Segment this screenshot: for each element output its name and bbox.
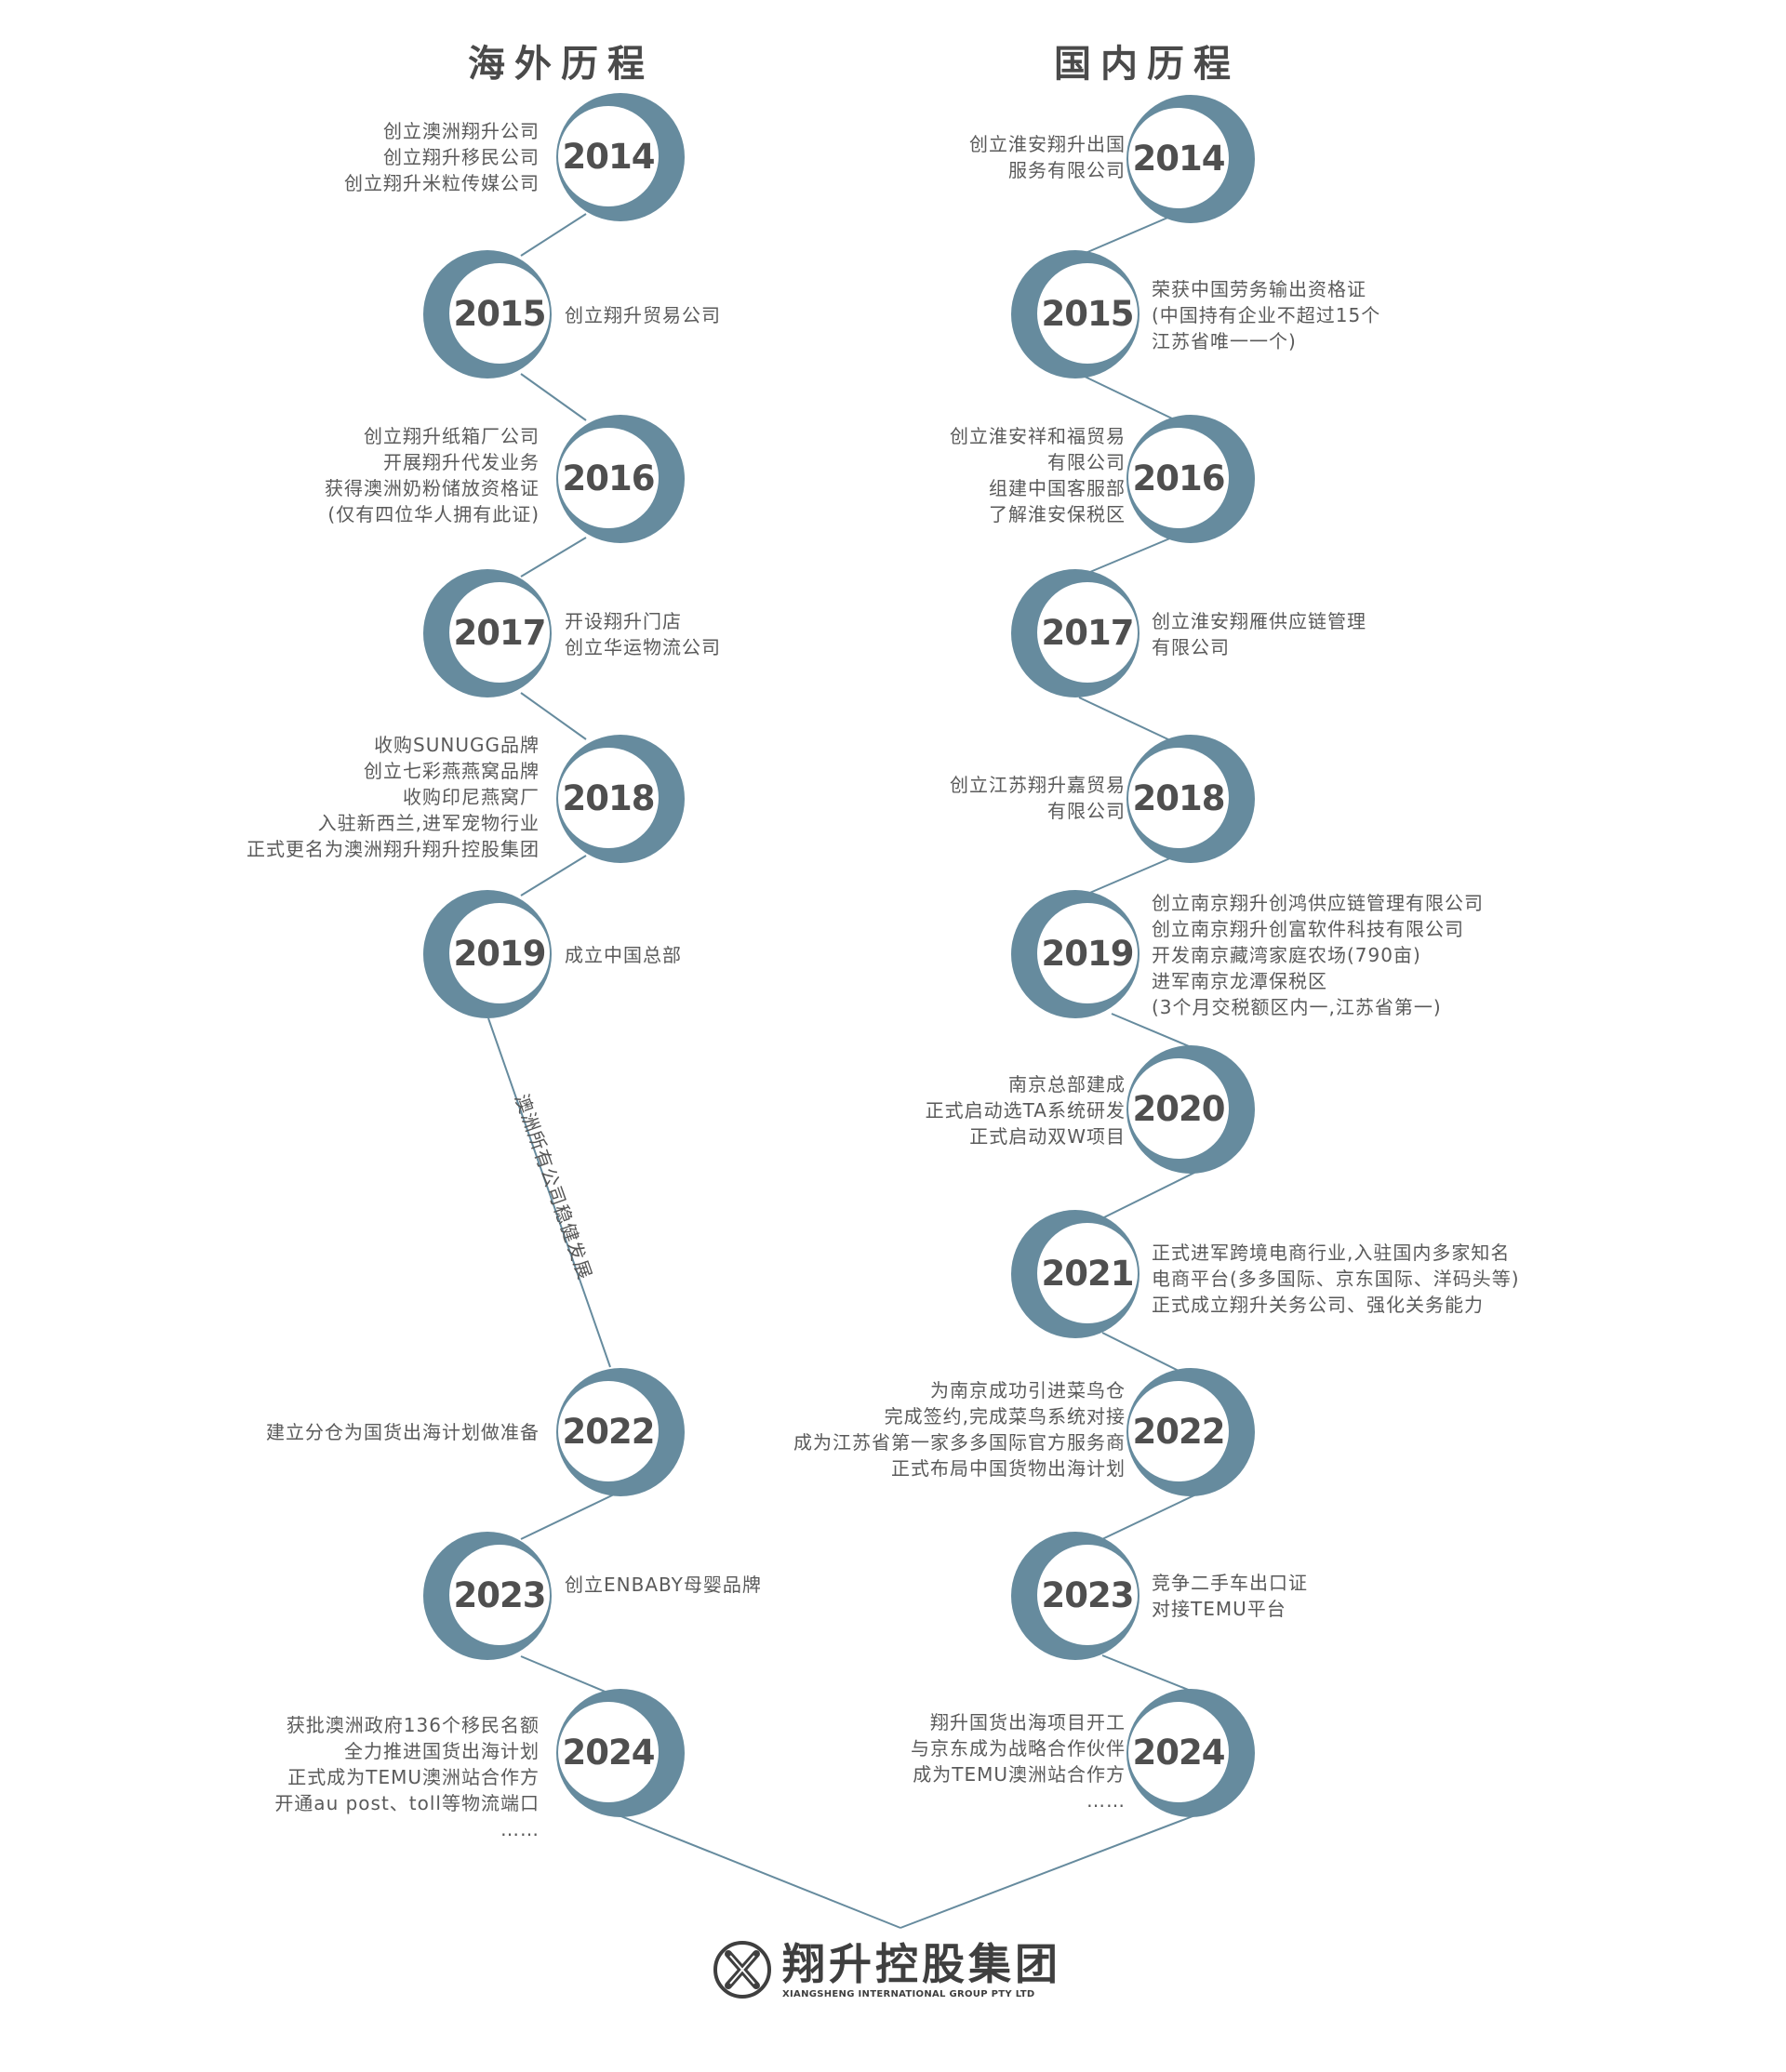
- overseas-desc-2014: 创立澳洲翔升公司创立翔升移民公司创立翔升米粒传媒公司: [344, 120, 540, 194]
- domestic-desc-2020: 南京总部建成正式启动选TA系统研发正式启动双W项目: [925, 1073, 1126, 1148]
- year-label: 2019: [453, 933, 547, 974]
- year-label: 2023: [1041, 1574, 1135, 1615]
- company-logo: 翔升控股集团 XIANGSHENG INTERNATIONAL GROUP PT…: [712, 1939, 1061, 2000]
- year-label: 2014: [562, 136, 656, 177]
- domestic-node-2020: 2020: [1126, 1045, 1255, 1174]
- domestic-node-2018: 2018: [1126, 735, 1255, 863]
- year-label: 2014: [1132, 138, 1226, 179]
- overseas-desc-2015: 创立翔升贸易公司: [565, 304, 721, 326]
- year-label: 2024: [562, 1732, 656, 1773]
- year-label: 2018: [1132, 777, 1226, 818]
- overseas-desc-2022: 建立分仓为国货出海计划做准备: [266, 1421, 540, 1443]
- year-label: 2015: [1041, 293, 1135, 334]
- domestic-node-2014: 2014: [1126, 95, 1255, 223]
- year-label: 2019: [1041, 933, 1135, 974]
- domestic-node-2023: 2023: [1011, 1532, 1140, 1660]
- overseas-node-2015: 2015: [423, 250, 552, 379]
- domestic-desc-2019: 创立南京翔升创鸿供应链管理有限公司创立南京翔升创富软件科技有限公司开发南京藏湾家…: [1152, 892, 1484, 1018]
- year-label: 2016: [1132, 458, 1226, 498]
- domestic-desc-2016: 创立淮安祥和福贸易有限公司组建中国客服部了解淮安保税区: [950, 425, 1126, 525]
- overseas-node-2018: 2018: [556, 735, 685, 863]
- overseas-node-2022: 2022: [556, 1368, 685, 1496]
- overseas-node-2017: 2017: [423, 569, 552, 697]
- overseas-title: 海外历程: [468, 43, 654, 86]
- domestic-node-2017: 2017: [1011, 569, 1140, 697]
- overseas-node-2019: 2019: [423, 890, 552, 1018]
- year-label: 2022: [1132, 1411, 1226, 1452]
- year-label: 2017: [1041, 612, 1135, 653]
- year-label: 2023: [453, 1574, 547, 1615]
- overseas-desc-2024: 获批澳洲政府136个移民名额全力推进国货出海计划正式成为TEMU澳洲站合作方开通…: [274, 1714, 540, 1840]
- overseas-node-2024: 2024: [556, 1689, 685, 1817]
- domestic-desc-2021: 正式进军跨境电商行业,入驻国内多家知名电商平台(多多国际、京东国际、洋码头等)正…: [1152, 1242, 1520, 1316]
- domestic-node-2019: 2019: [1011, 890, 1140, 1018]
- domestic-desc-2017: 创立淮安翔雁供应链管理有限公司: [1152, 610, 1366, 658]
- domestic-title: 国内历程: [1054, 43, 1240, 86]
- year-label: 2022: [562, 1411, 656, 1452]
- overseas-node-2014: 2014: [556, 93, 685, 221]
- year-label: 2017: [453, 612, 547, 653]
- domestic-desc-2022: 为南京成功引进菜鸟仓完成签约,完成菜鸟系统对接成为江苏省第一家多多国际官方服务商…: [793, 1379, 1126, 1480]
- overseas-desc-2018: 收购SUNUGG品牌创立七彩燕燕窝品牌收购印尼燕窝厂入驻新西兰,进军宠物行业正式…: [247, 734, 540, 860]
- domestic-node-2024: 2024: [1126, 1689, 1255, 1817]
- brand-name-en: XIANGSHENG INTERNATIONAL GROUP PTY LTD: [782, 1988, 1035, 1999]
- year-label: 2024: [1132, 1732, 1226, 1773]
- domestic-desc-2015: 荣获中国劳务输出资格证(中国持有企业不超过15个江苏省唯一一个): [1152, 278, 1381, 352]
- domestic-node-2015: 2015: [1011, 250, 1140, 379]
- year-label: 2016: [562, 458, 656, 498]
- overseas-node-2016: 2016: [556, 415, 685, 543]
- year-label: 2020: [1132, 1088, 1226, 1129]
- overseas-desc-2017: 开设翔升门店创立华运物流公司: [565, 610, 721, 658]
- domestic-desc-2014: 创立淮安翔升出国服务有限公司: [969, 133, 1126, 181]
- overseas-desc-2023: 创立ENBABY母婴品牌: [565, 1574, 762, 1596]
- domestic-node-2016: 2016: [1126, 415, 1255, 543]
- overseas-node-2023: 2023: [423, 1532, 552, 1660]
- domestic-desc-2024: 翔升国货出海项目开工与京东成为战略合作伙伴成为TEMU澳洲站合作方……: [911, 1711, 1126, 1812]
- brand-name-cn: 翔升控股集团: [782, 1938, 1061, 1989]
- domestic-node-2021: 2021: [1011, 1210, 1140, 1338]
- year-label: 2015: [453, 293, 547, 334]
- domestic-node-2022: 2022: [1126, 1368, 1255, 1496]
- domestic-desc-2018: 创立江苏翔升嘉贸易有限公司: [950, 774, 1126, 822]
- domestic-desc-2023: 竞争二手车出口证对接TEMU平台: [1152, 1572, 1308, 1620]
- x-circle-logo-icon: [713, 1941, 771, 1999]
- overseas-desc-2019: 成立中国总部: [565, 944, 682, 966]
- year-label: 2018: [562, 777, 656, 818]
- year-label: 2021: [1041, 1253, 1135, 1294]
- overseas-desc-2016: 创立翔升纸箱厂公司开展翔升代发业务获得澳洲奶粉储放资格证(仅有四位华人拥有此证): [325, 425, 540, 525]
